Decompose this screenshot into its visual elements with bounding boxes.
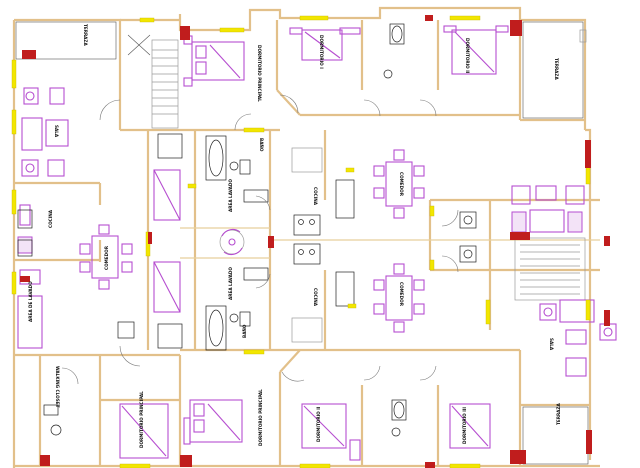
label-sala-west: SALA (54, 125, 59, 138)
label-cocina-west: COCINA (48, 209, 53, 228)
label-cocina-bottom: COCINA (313, 288, 318, 307)
label-area-de-lavado-west: AREA DE LAVADO (28, 281, 33, 322)
label-terraza-ne: TERRAZA (554, 58, 559, 80)
label-dorm-iii-bottom: DORMITORIO III (462, 407, 467, 444)
kitchen-counters (17, 147, 355, 343)
label-bano-bottom: BAÑO (242, 324, 247, 338)
room-labels: TERRAZA TERRAZA TERRAZA DORMITORIO PRINC… (28, 24, 561, 448)
stairs-east (514, 237, 586, 301)
label-dorm-principal-bottom-left: DORMITORIO PRINCIPAL (139, 391, 144, 448)
label-area-lavado-bottom: AREA LAVADO (228, 267, 233, 300)
furniture (17, 25, 617, 461)
bath-fixtures (43, 23, 477, 437)
label-dorm-ii-top: DORMITORIO II (465, 38, 470, 74)
terraces (15, 21, 589, 465)
label-area-lavado-top: AREA LAVADO (228, 179, 233, 212)
label-dorm-ii-bottom: DORMITORIO II (316, 406, 321, 442)
label-comedor-west: COMEDOR (104, 245, 109, 270)
label-terraza-nw: TERRAZA (83, 24, 88, 46)
label-cocina-top: COCINA (313, 187, 318, 206)
label-comedor-top: COMEDOR (399, 172, 404, 197)
label-dorm-principal-top: DORMITORIO PRINCIPAL (257, 45, 262, 102)
label-dorm-principal-bottom-center: DORMITORIO PRINCIPAL (258, 389, 263, 446)
label-comedor-bottom: COMEDOR (399, 282, 404, 307)
label-walking-closet: WALKING CLOSET (55, 366, 60, 408)
windows (11, 15, 591, 468)
label-bano-top: BAÑO (259, 138, 264, 152)
door-swings (61, 94, 459, 385)
spiral-stair (219, 228, 245, 256)
stairs-west (127, 34, 179, 129)
label-sala-east: SALA (549, 338, 554, 351)
label-dorm-i-top: DORMITORIO I (319, 35, 324, 69)
label-terraza-se: TERRAZA (556, 403, 561, 425)
columns (20, 15, 610, 468)
